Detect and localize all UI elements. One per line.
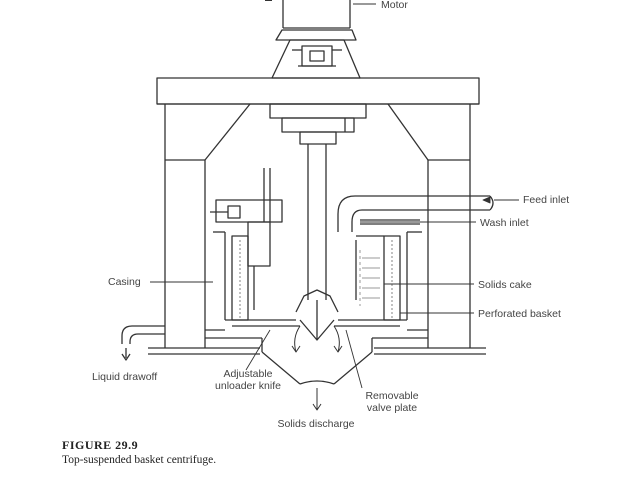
- solids-discharge-arrow: [312, 388, 322, 411]
- solids-cake-hatching: [359, 250, 380, 306]
- unloader-knife-label-line1: Adjustable: [223, 368, 273, 380]
- motor-label: Motor: [381, 0, 408, 11]
- valve-plate-label-line2: valve plate: [366, 402, 418, 414]
- figure-number: FIGURE 29.9: [62, 438, 139, 452]
- basket-bottom: [225, 289, 407, 341]
- liquid-drawoff-pipe: [121, 325, 165, 361]
- feed-inlet-pipe: [337, 195, 494, 232]
- leader-lines: [150, 3, 519, 389]
- basket-left: [213, 231, 249, 321]
- top-beam: [156, 77, 480, 105]
- basket-right: [355, 231, 422, 321]
- frame-columns: [164, 103, 471, 348]
- unloader-knife: [210, 168, 283, 310]
- central-shaft: [307, 144, 327, 340]
- solids-discharge-label: Solids discharge: [277, 418, 355, 430]
- discharge-arrows: [291, 325, 343, 353]
- wash-inlet-pipe: [360, 219, 420, 225]
- unloader-knife-label-line2: unloader knife: [215, 380, 281, 392]
- liquid-drawoff-label: Liquid drawoff: [92, 371, 158, 383]
- valve-plate-label-line1: Removable: [365, 390, 419, 402]
- figure-caption: Top-suspended basket centrifuge.: [62, 454, 217, 466]
- solids-cake-label: Solids cake: [478, 279, 532, 291]
- bearing-hub: [269, 103, 367, 145]
- casing-label: Casing: [108, 276, 141, 288]
- perforated-basket-label: Perforated basket: [478, 308, 561, 320]
- wash-inlet-label: Wash inlet: [480, 217, 529, 229]
- feed-inlet-label: Feed inlet: [523, 194, 570, 206]
- floor-base: [148, 347, 486, 355]
- motor-housing: [265, 0, 361, 79]
- casing-bottom: [205, 329, 428, 385]
